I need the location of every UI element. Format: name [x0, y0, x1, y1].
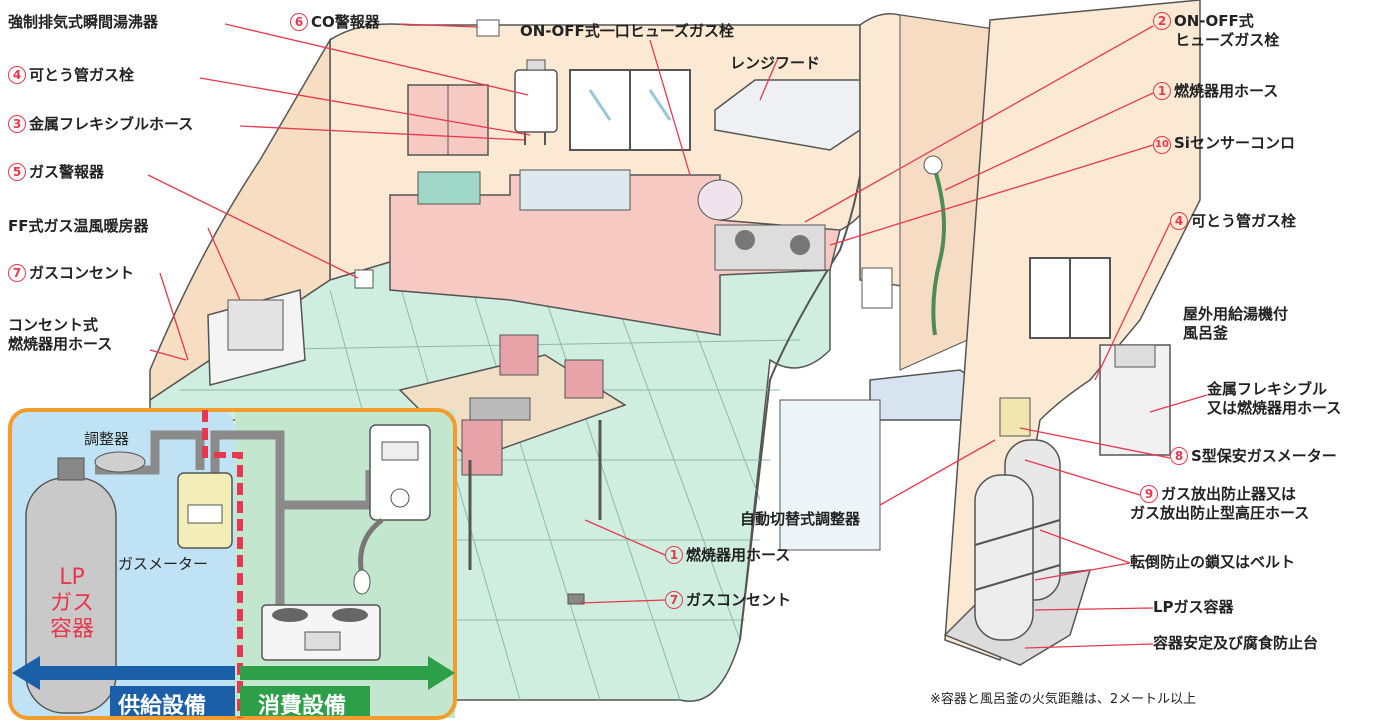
exterior	[943, 0, 1201, 666]
footnote: ※容器と風呂釜の火気距離は、2メートル以上	[930, 692, 1197, 707]
legend-supply: 供給設備	[118, 694, 207, 719]
label-outlet-hose: コンセント式燃焼器用ホース	[8, 316, 113, 353]
marker-8: 8	[1170, 447, 1188, 465]
inset-water-heater	[353, 424, 431, 595]
label-stand: 容器安定及び腐食防止台	[1153, 634, 1319, 652]
inset-gas-meter	[177, 472, 233, 549]
marker-1b: 1	[665, 546, 683, 564]
marker-7b: 7	[665, 591, 683, 609]
inset-label-gas-meter: ガスメーター	[118, 555, 209, 573]
marker-6: 6	[290, 13, 308, 31]
label-chain-belt: 転倒防止の鎖又はベルト	[1130, 553, 1296, 571]
gas-alarm-unit	[354, 269, 374, 289]
label-one-outlet: ON-OFF式一口ヒューズガス栓	[520, 22, 735, 40]
leader-lines	[147, 23, 1208, 649]
shower-hose	[931, 169, 946, 336]
marker-7a: 7	[8, 264, 26, 282]
marker-4b: 4	[1170, 212, 1188, 230]
marker-1a: 1	[1153, 82, 1171, 100]
marker-10: 10	[1153, 136, 1171, 154]
inset-boundary	[202, 410, 243, 718]
marker-3: 3	[8, 115, 26, 133]
water-heater-unit	[514, 59, 558, 145]
inset-label-regulator: 調整器	[84, 430, 130, 448]
lp-cylinders	[974, 439, 1061, 641]
kitchen-stove	[714, 224, 826, 271]
outdoor-bath-heater	[1099, 344, 1171, 456]
marker-4a: 4	[8, 66, 26, 84]
label-lp-container: LPガス容器	[1153, 598, 1234, 616]
ff-heater-unit	[207, 289, 306, 386]
sink	[519, 169, 631, 211]
inset-regulator	[94, 451, 146, 473]
label-range-hood: レンジフード	[730, 54, 821, 72]
kitchen-floor	[149, 261, 831, 702]
floor-gas-outlet	[567, 593, 585, 605]
label-water-heater: 強制排気式瞬間湯沸器	[8, 13, 159, 31]
bathroom	[779, 13, 1004, 551]
dish-basket	[417, 171, 481, 205]
rice-cooker	[697, 179, 743, 221]
kitchen-window	[569, 69, 691, 151]
supply-consumption-inset	[8, 408, 457, 720]
inset-label-lp: LP ガス 容器	[49, 565, 94, 642]
legend-consumption: 消費設備	[258, 694, 347, 719]
label-metal-or-hose: 金属フレキシブル又は燃焼器用ホース	[1207, 380, 1342, 417]
shower-head	[923, 155, 943, 175]
label-outdoor-bath: 屋外用給湯機付風呂釜	[1183, 305, 1289, 342]
inset-arrows	[12, 656, 455, 716]
marker-5: 5	[8, 163, 26, 181]
bath-glass-door	[779, 399, 881, 551]
marker-9: 9	[1140, 485, 1158, 503]
label-auto-regulator: 自動切替式調整器	[740, 510, 861, 528]
inset-border	[8, 408, 457, 720]
kitchen-counter	[389, 174, 841, 336]
marker-2: 2	[1153, 12, 1171, 30]
label-ff-heater: FF式ガス温風暖房器	[8, 217, 149, 235]
bath-small-window	[861, 267, 893, 309]
inset-stove	[261, 604, 381, 661]
inset-lp-cylinder	[25, 457, 117, 714]
gas-meter-unit	[999, 397, 1031, 437]
co-alarm-unit	[476, 19, 500, 37]
